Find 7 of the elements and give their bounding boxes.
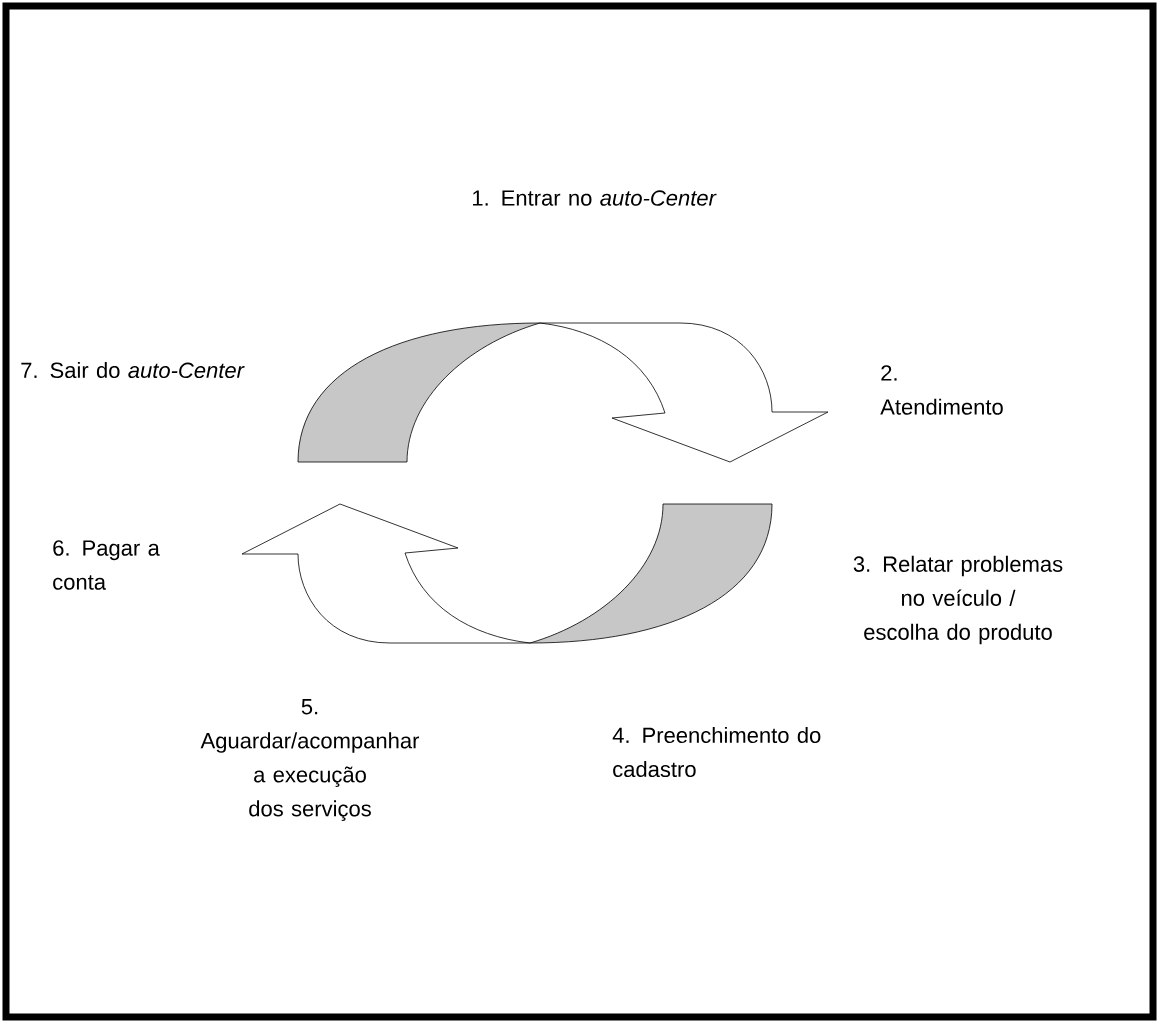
step-label: 4. Preenchimento do cadastro (612, 726, 821, 778)
step-label: 2. Atendimento (880, 365, 1003, 415)
step-label: 1. Entrar no auto-Center (473, 190, 717, 206)
step-label: 5. Aguardar/acompanhar a execução dos serviços (200, 699, 420, 821)
step-label: 3. Relatar problemas no veículo / escolha do produto (853, 555, 1063, 645)
step-label: 7. Sair do auto-Center (21, 361, 245, 379)
step-label: 6. Pagar a conta (53, 540, 160, 590)
